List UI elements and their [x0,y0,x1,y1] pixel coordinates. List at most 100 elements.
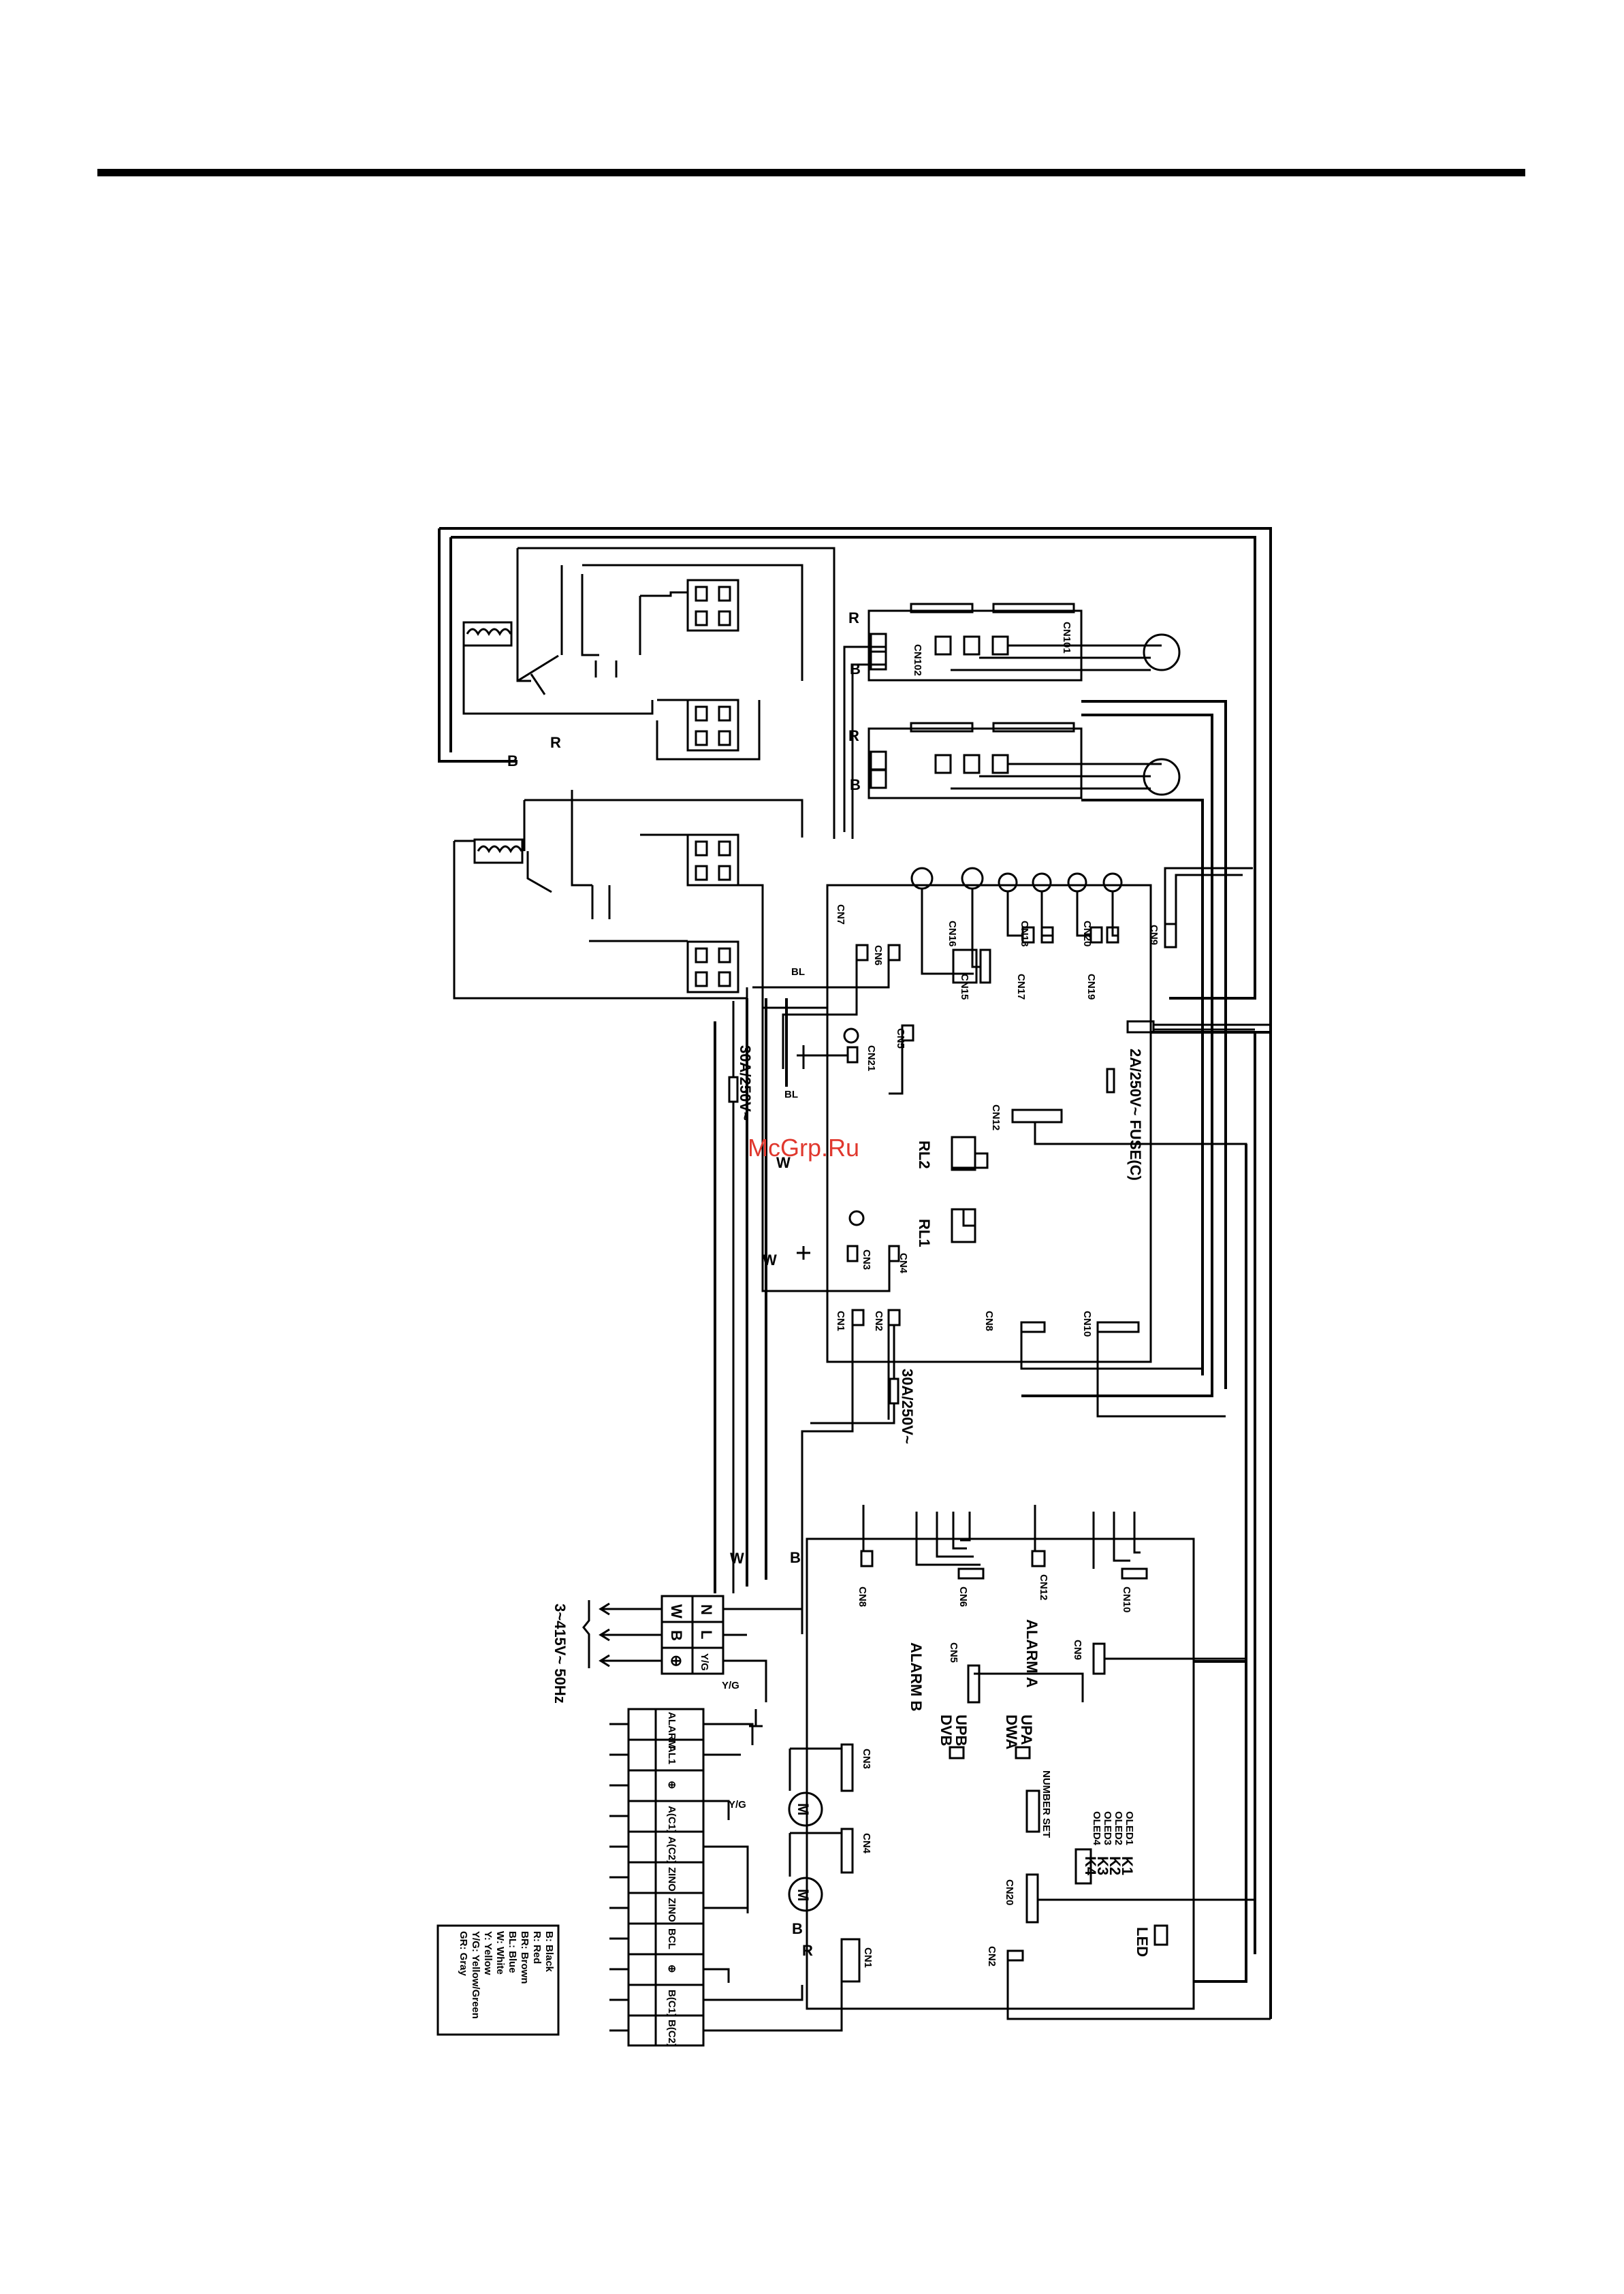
wire-label-b-5: B [792,1920,803,1937]
dip-key-1: K1 [1119,1856,1136,1875]
mains-terminal [582,1595,802,1727]
cn8-header [1020,1321,1046,1333]
cn2-label: CN2 [873,1311,885,1331]
cn17-label: CN17 [1015,974,1027,1000]
wire-label-b-4: B [790,1549,801,1566]
led-row-2: OLED2 [1113,1811,1124,1845]
wire-label-b-3: B [507,752,518,769]
cn1-label: CN1 [835,1311,846,1331]
earth-symbols [797,1027,865,1260]
cn7-header [855,944,869,961]
pin2-w [934,754,952,774]
fuse-control-label: 2A/250V~ FUSE(C) [1127,1049,1144,1181]
mains-e: ⊕ [668,1655,685,1667]
motor-1 [1143,633,1181,671]
cn4-indoor-label: CN4 [861,1833,872,1854]
cn5-header [901,1024,914,1042]
cn102-label: CN102 [912,644,923,676]
led-row-4: OLED4 [1091,1811,1102,1846]
customer-terminal-block [609,1708,843,2047]
wire-label-r-2: R [848,727,859,744]
outdoor-control-board [752,867,1271,1634]
cn4-header [888,1245,900,1262]
cn13-header [1126,1020,1155,1034]
alarm-b-label: ALARM B [908,1642,925,1711]
fuse-c [1106,1068,1115,1094]
fuse-upper-label: 30A/250V~ [737,1045,754,1121]
pin-p [870,650,887,671]
upa-switch [1015,1746,1031,1759]
tb-11: B(C2) [666,2020,678,2047]
dip-key-4: K4 [1082,1856,1099,1876]
cn6-in-header [957,1567,985,1580]
dvb-label: DVB [938,1715,955,1746]
pin2-u [991,754,1009,774]
cn20-indoor-label: CN20 [1004,1879,1015,1905]
indoor-control-board [788,1505,1271,2020]
fan-motor-a-label: M [795,1803,812,1815]
cn8-in-header [860,1550,874,1567]
mains-b: B [668,1630,685,1641]
cn15-label: CN15 [959,974,970,1000]
tb-8: BCL [666,1928,678,1949]
dip-key-3: K3 [1094,1856,1111,1875]
cn10-header [1096,1321,1140,1333]
cn3-label: CN3 [861,1249,872,1270]
cn102-header [910,603,974,614]
tb-10: B(C1) [666,1990,678,2017]
tb-7: ZINO [666,1898,678,1922]
cn4-label: CN4 [897,1253,909,1274]
cn5-in-header [967,1664,981,1704]
fuse-lower-label: 30A/250V~ [899,1369,916,1444]
cn12-in-header [1031,1550,1046,1567]
relay-rl1-label: RL1 [916,1219,933,1247]
cn12-label: CN12 [990,1104,1002,1130]
wire-label-bl-2: BL [784,1089,798,1100]
number-set-label: NUMBER SET [1040,1770,1052,1838]
cn3-header [846,1245,859,1262]
wire-label-b-1: B [850,660,861,678]
relay-rl2 [951,1136,976,1171]
pin-u [991,635,1009,656]
legend-box [436,1924,560,2036]
main-fuse-lower [810,1325,899,1424]
compressor-drive-2 [867,700,1227,1397]
legend-4: BL: Blue [507,1931,518,1973]
led-label: LED [1134,1927,1151,1957]
wire-label-r-1: R [848,609,859,626]
led-row-3: OLED3 [1102,1811,1113,1845]
cn19-label: CN19 [1085,974,1097,1000]
legend-1: B: Black [543,1931,555,1973]
cn9-indoor-label: CN9 [1072,1640,1083,1660]
dwa-label: DWA [1003,1715,1020,1749]
cn9-label: CN9 [1148,925,1160,945]
cn1-indoor-label: CN1 [862,1947,874,1968]
cn6-label: CN6 [872,945,884,966]
mains-l: L [698,1630,715,1639]
power-supply-label: 3~415V~ 50Hz [552,1604,569,1704]
cn20-in-header [1025,1873,1039,1924]
led-row-1: OLED1 [1124,1811,1135,1845]
cn12-indoor-label: CN12 [1038,1574,1049,1600]
wire-label-w-1: W [776,1154,791,1171]
text-labels: McGrp.Ru 30A/250V~ 30A/250V~ 2A/250V~ FU… [458,609,1160,2047]
cn21-label: CN21 [865,1045,877,1071]
cn16-label: CN16 [946,921,958,946]
cn5-label: CN5 [895,1028,906,1049]
wire-label-yg-2: Y/G [729,1799,746,1811]
cn1-in-header [840,1938,861,1983]
pin2-p [870,769,887,789]
upa-label: UPA [1018,1715,1035,1745]
header-rule [97,169,1525,176]
cn10-label: CN10 [1081,1311,1093,1337]
tb-4: A(C1) [666,1806,678,1833]
cn8-indoor-label: CN8 [857,1587,868,1607]
cn20-label: CN20 [1081,921,1093,946]
fan-motor-b [788,1877,823,1912]
pin-w [934,635,952,656]
tb-3: ⊕ [666,1781,678,1789]
legend-6: Y: Yellow [482,1931,494,1975]
cn101-label: CN101 [1061,622,1072,654]
pin-n [870,633,887,653]
